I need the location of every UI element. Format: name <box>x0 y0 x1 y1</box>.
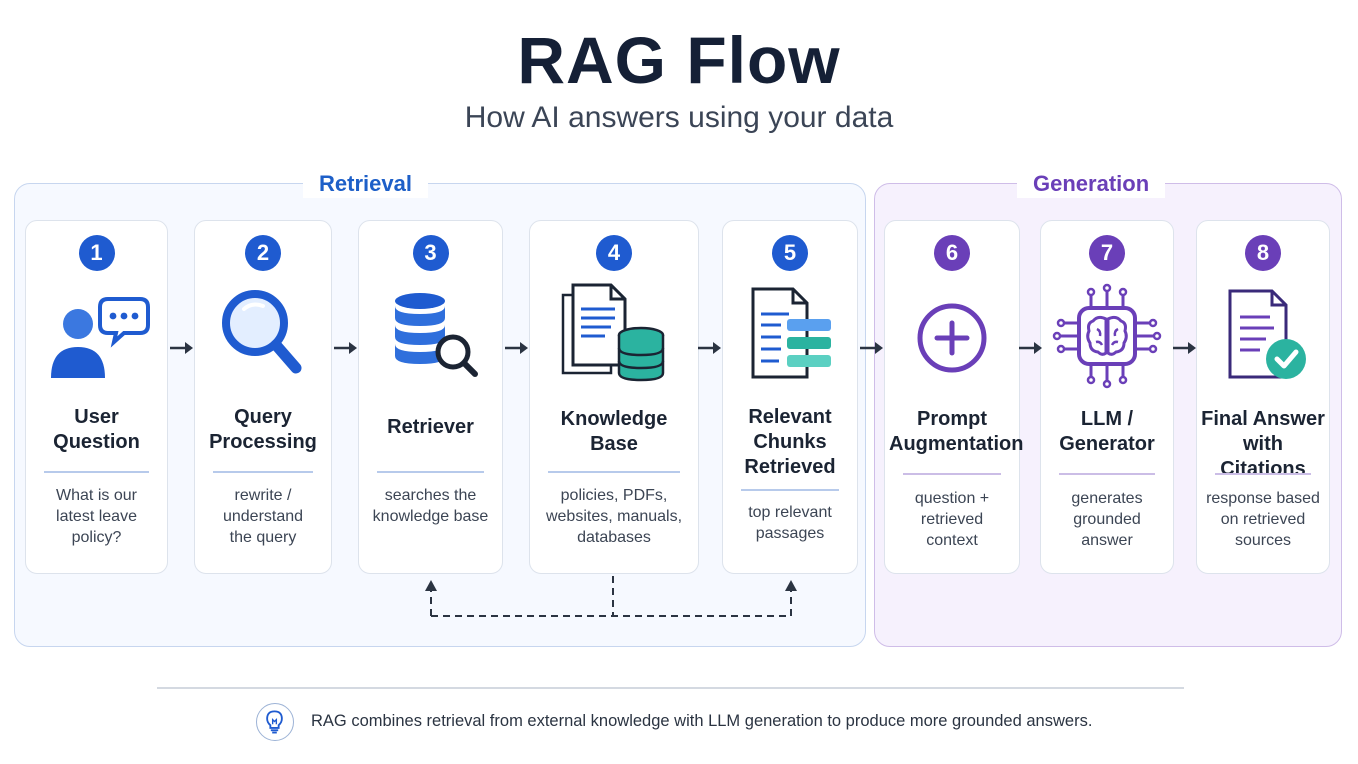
step-description: policies, PDFs,websites, manuals,databas… <box>545 487 683 546</box>
step-divider <box>44 471 149 473</box>
flow-arrow-4-5 <box>698 342 721 354</box>
flow-arrow-7-8 <box>1173 342 1196 354</box>
page-subtitle: How AI answers using your data <box>464 101 894 134</box>
footer-note: RAG combines retrieval from external kno… <box>311 712 1093 730</box>
step-divider <box>1215 473 1311 475</box>
flow-arrow-2-3 <box>334 342 357 354</box>
step-number-badge: 7 <box>1089 235 1125 271</box>
step-divider <box>1059 473 1155 475</box>
retrieval-feedback-connector <box>425 576 797 617</box>
step-divider <box>213 471 313 473</box>
footer-divider <box>157 687 1184 689</box>
step-number-badge: 4 <box>596 235 632 271</box>
step-number-badge: 2 <box>245 235 281 271</box>
step-divider <box>377 471 484 473</box>
lightbulb-icon <box>256 703 294 741</box>
documents-database-icon <box>559 281 669 391</box>
flow-arrow-1-2 <box>170 342 193 354</box>
generation-phase-label: Generation <box>1017 170 1166 198</box>
flow-arrow-6-7 <box>1019 342 1042 354</box>
step-number-badge: 1 <box>78 235 115 271</box>
database-search-icon <box>376 281 486 391</box>
step-number-badge: 6 <box>934 235 970 271</box>
flow-arrow-3-4 <box>505 342 528 354</box>
step-number-badge: 5 <box>772 235 808 271</box>
step-number-badge: 8 <box>1245 235 1281 271</box>
document-check-icon <box>1208 281 1318 391</box>
step-title: LLM /Generator <box>1059 408 1155 455</box>
retrieval-phase-label: Retrieval <box>303 170 428 198</box>
user-chat-icon <box>42 281 152 391</box>
step-divider <box>903 473 1001 475</box>
plus-circle-icon <box>897 281 1007 391</box>
document-chunks-icon <box>735 281 845 391</box>
magnifier-icon <box>208 281 318 391</box>
step-number-badge: 3 <box>412 235 449 271</box>
flow-arrow-5-6 <box>860 342 883 354</box>
step-divider <box>741 489 839 491</box>
brain-chip-icon <box>1052 281 1162 391</box>
page-title: RAG Flow <box>517 23 841 97</box>
step-title: Retriever <box>387 416 474 438</box>
step-divider <box>548 471 680 473</box>
